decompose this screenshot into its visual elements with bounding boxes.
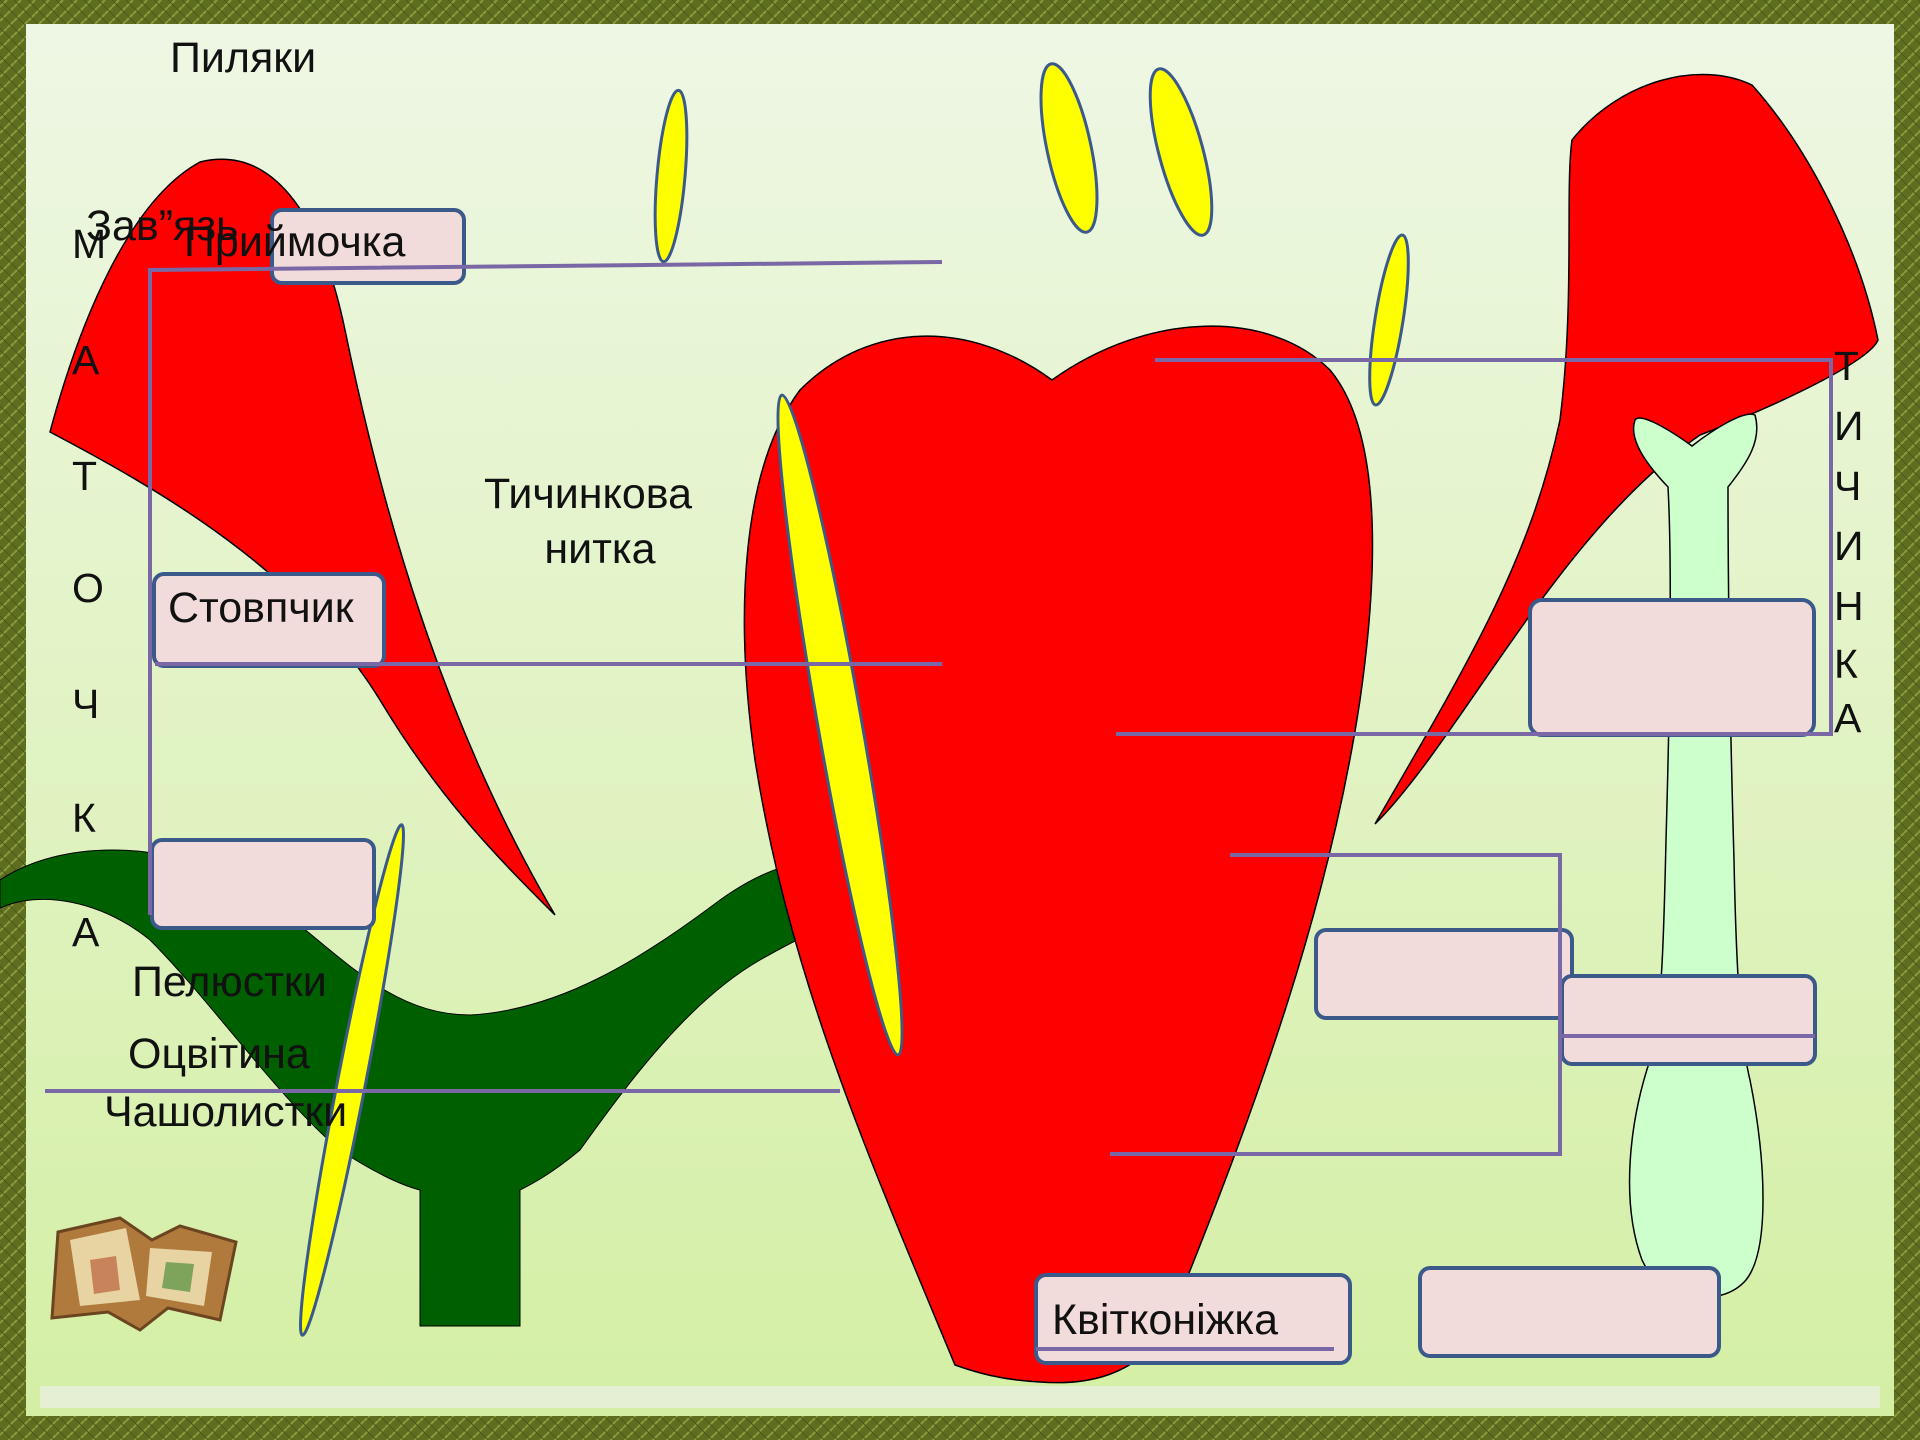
tychynka-letter: Т: [1834, 343, 1859, 389]
label-nytka: нитка: [544, 525, 655, 573]
matochka-letter: Ч: [72, 681, 99, 727]
matochka-letter: О: [72, 565, 104, 611]
tychynka-letter: К: [1834, 641, 1858, 687]
box-empty-right-mid: [1562, 976, 1815, 1064]
tychynka-letter: Н: [1834, 583, 1864, 629]
label-pylyaky: Пиляки: [170, 34, 316, 82]
matochka-letter: М: [72, 221, 106, 267]
matochka-letter: А: [72, 909, 100, 955]
tychynka-letter: А: [1834, 695, 1862, 741]
tychynka-letter: И: [1834, 403, 1863, 449]
label-chasholystky: Чашолистки: [104, 1088, 347, 1136]
tychynka-letter: И: [1834, 523, 1863, 569]
label-kvitkonizhka: Квітконіжка: [1052, 1296, 1278, 1344]
box-empty-mid: [1316, 930, 1572, 1018]
label-stovpchyk: Стовпчик: [168, 584, 355, 632]
matochka-letter: Т: [72, 453, 97, 499]
label-tychynkova: Тичинкова: [484, 470, 692, 518]
book-icon: [52, 1218, 236, 1330]
label-zavyaz: Зав”язь: [86, 202, 238, 250]
label-pelyustky: Пелюстки: [132, 958, 327, 1006]
label-otsvityna: Оцвітина: [128, 1030, 310, 1078]
box-empty-bottom-right: [1420, 1268, 1719, 1356]
matochka-letter: А: [72, 337, 100, 383]
box-empty-left: [152, 840, 374, 928]
bottom-bar: [40, 1386, 1880, 1408]
tychynka-letter: Ч: [1834, 463, 1861, 509]
box-empty-right-top: [1530, 600, 1814, 735]
matochka-letter: К: [72, 795, 96, 841]
